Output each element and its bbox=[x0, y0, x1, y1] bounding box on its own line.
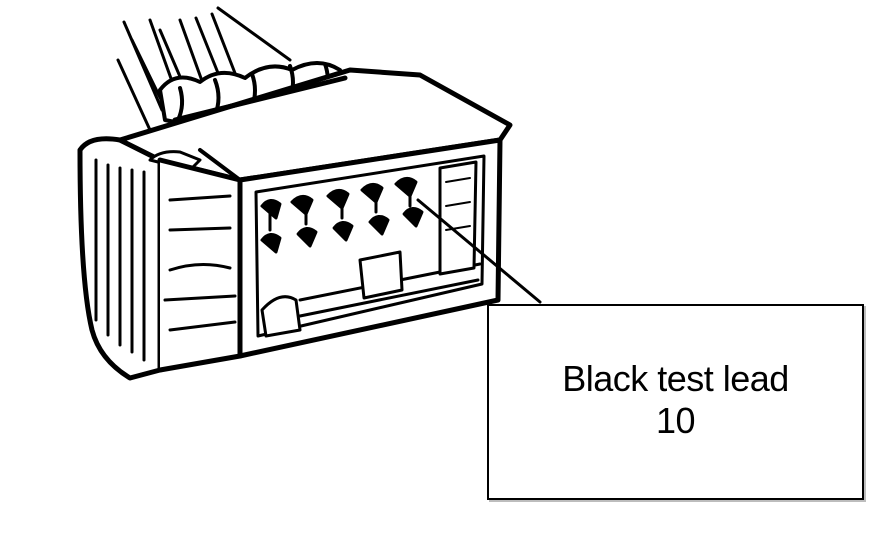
wire-bundle bbox=[116, 6, 292, 132]
rear-flange bbox=[77, 136, 163, 381]
leader-line bbox=[416, 198, 542, 304]
callout-line-2: 10 bbox=[655, 400, 696, 441]
callout-line-1: Black test lead bbox=[562, 358, 789, 399]
callout-label: Black test lead 10 bbox=[489, 358, 862, 442]
callout-box: Black test lead 10 bbox=[487, 304, 864, 500]
terminal-cavities bbox=[260, 177, 424, 254]
front-face bbox=[237, 137, 503, 359]
